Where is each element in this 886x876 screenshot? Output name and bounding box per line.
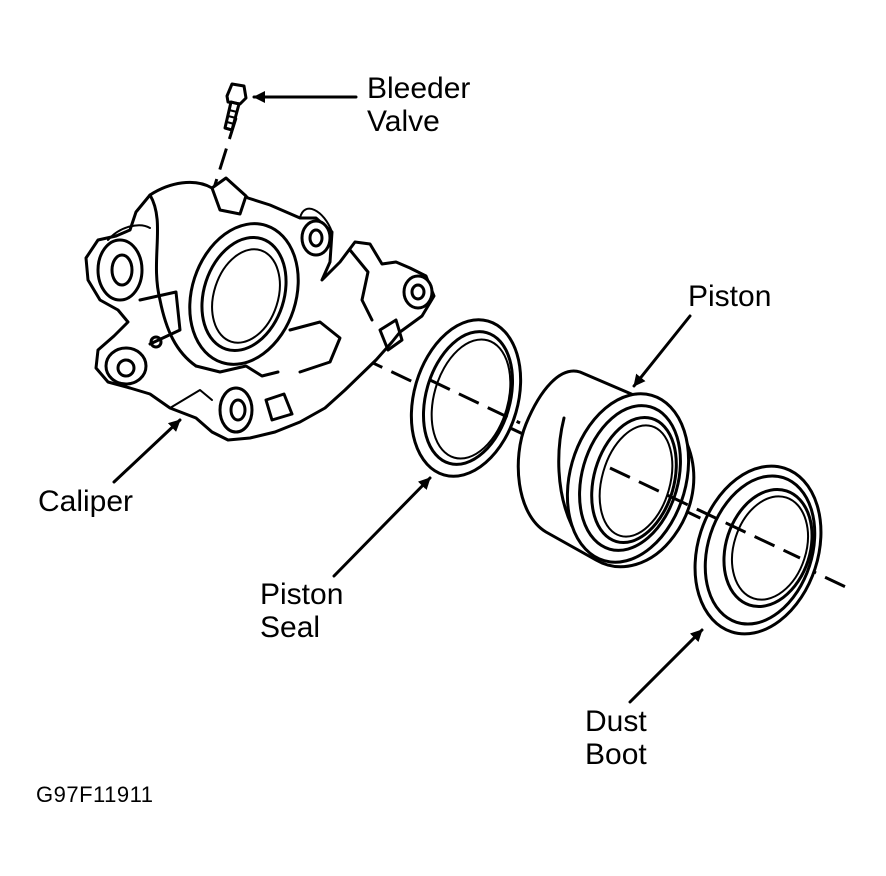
caliper-label: Caliper: [38, 485, 134, 518]
dust-boot-part: [693, 464, 823, 636]
caliper-part: [84, 176, 436, 442]
centerline-through-parts: [429, 378, 521, 425]
piston-leader: [632, 314, 692, 388]
bleeder-valve-label: Bleeder Valve: [367, 72, 471, 138]
dust-boot-leader: [628, 628, 704, 704]
dust-boot-label: Dust Boot: [585, 705, 647, 771]
figure-code: G97F11911: [36, 782, 154, 807]
piston-seal-leader: [332, 476, 432, 578]
piston-part: [516, 369, 696, 569]
piston-label: Piston: [688, 280, 772, 313]
bleeder-valve-part: [223, 82, 248, 132]
centerline-piston: [609, 466, 801, 560]
piston-seal-label: Piston Seal: [260, 578, 344, 644]
caliper-leader: [112, 418, 182, 484]
